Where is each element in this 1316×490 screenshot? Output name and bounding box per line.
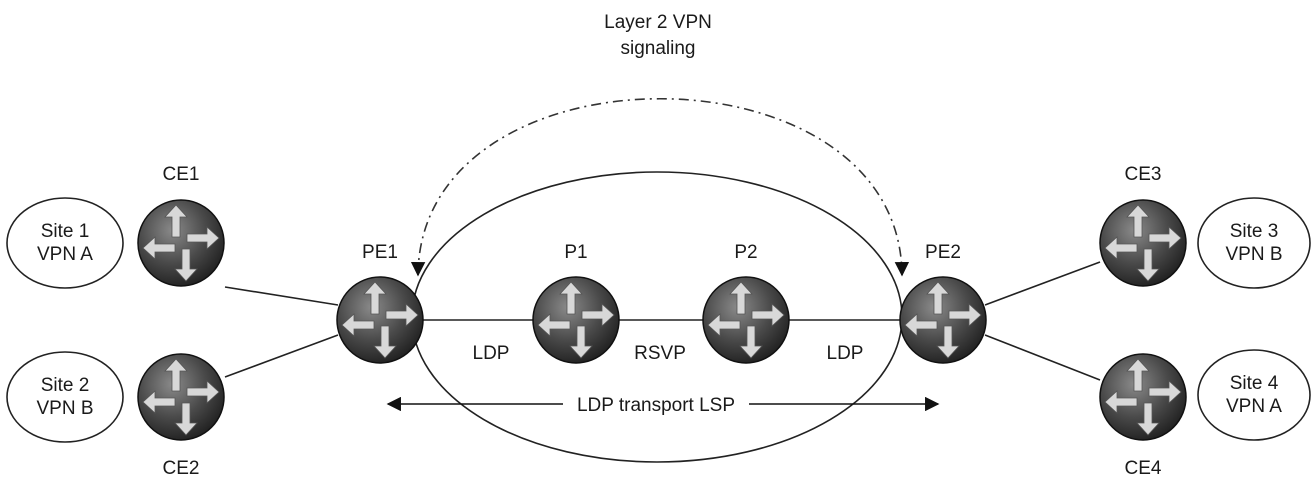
- rsvp-label: RSVP: [634, 343, 686, 364]
- site-4-vpn: VPN A: [1226, 396, 1282, 417]
- pe1-label: PE1: [362, 242, 398, 263]
- site-4-name: Site 4: [1230, 373, 1279, 394]
- signaling-label-line2: signaling: [621, 38, 696, 59]
- router-icon: [137, 353, 225, 441]
- p2-label: P2: [734, 242, 757, 263]
- link-pe2-ce3: [984, 261, 1101, 306]
- p1-label: P1: [564, 242, 587, 263]
- ce2-label: CE2: [163, 458, 200, 479]
- pe2-label: PE2: [925, 242, 961, 263]
- router-icon: [1099, 199, 1187, 287]
- ce3-label: CE3: [1125, 164, 1162, 185]
- site-3-vpn: VPN B: [1225, 244, 1282, 265]
- site-3: Site 3 VPN B: [1197, 197, 1311, 289]
- site-2: Site 2 VPN B: [6, 351, 124, 443]
- link-pe2-ce4: [984, 334, 1101, 381]
- signaling-label-line1: Layer 2 VPN: [604, 12, 712, 33]
- router-icon: [1099, 353, 1187, 441]
- site-1-vpn: VPN A: [37, 244, 93, 265]
- link-ce2-pe1: [224, 334, 339, 378]
- transport-lsp-label: LDP transport LSP: [577, 395, 735, 416]
- site-2-vpn: VPN B: [36, 398, 93, 419]
- ldp-right-label: LDP: [827, 343, 864, 364]
- router-icon: [702, 276, 790, 364]
- router-icon: [899, 276, 987, 364]
- site-2-name: Site 2: [41, 375, 90, 396]
- mpls-core-ellipse: [411, 171, 903, 463]
- link-ce1-pe1: [224, 286, 339, 306]
- router-icon: [137, 199, 225, 287]
- signaling-arc: [410, 98, 910, 277]
- site-1: Site 1 VPN A: [6, 197, 124, 289]
- router-icon: [336, 276, 424, 364]
- site-1-name: Site 1: [41, 221, 90, 242]
- site-4: Site 4 VPN A: [1197, 349, 1311, 441]
- ce4-label: CE4: [1125, 458, 1162, 479]
- site-3-name: Site 3: [1230, 221, 1279, 242]
- ldp-left-label: LDP: [473, 343, 510, 364]
- router-icon: [532, 276, 620, 364]
- ce1-label: CE1: [163, 164, 200, 185]
